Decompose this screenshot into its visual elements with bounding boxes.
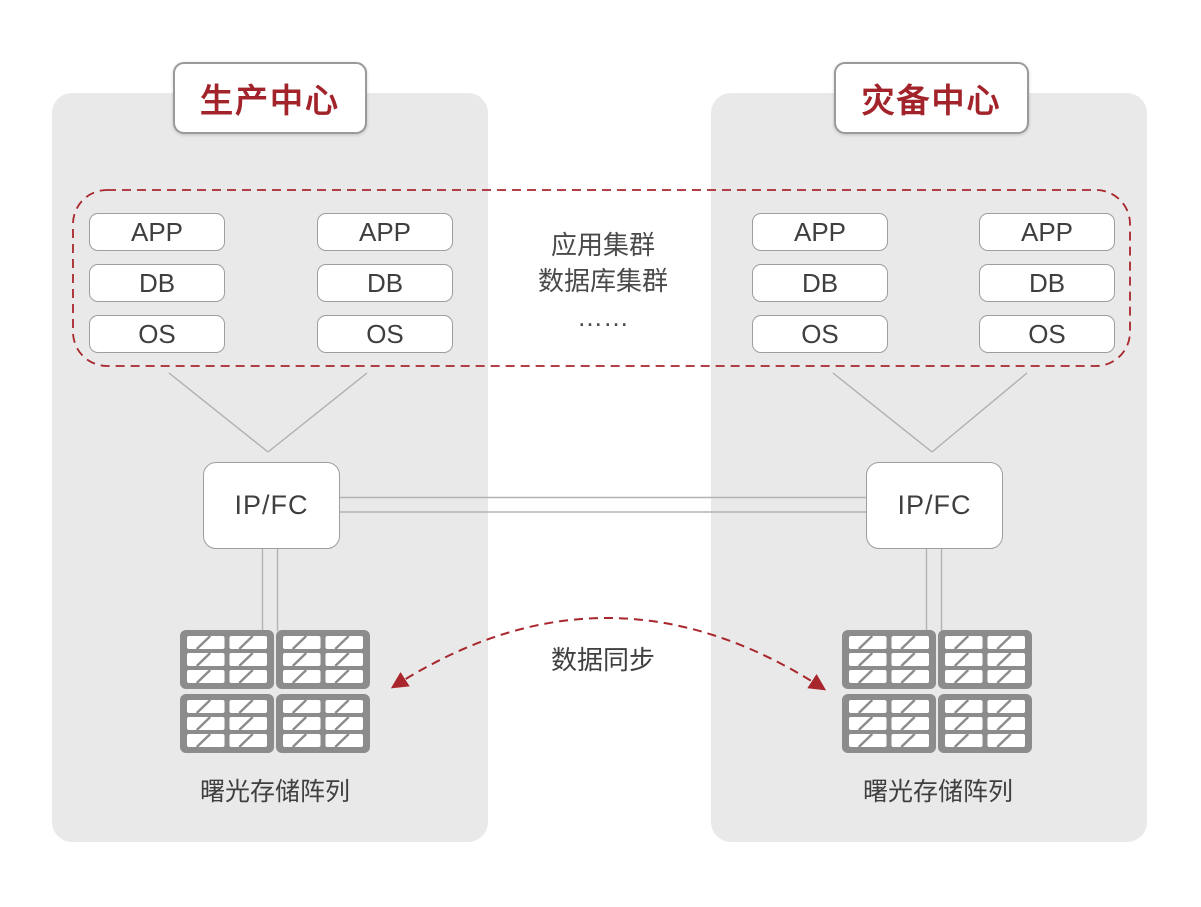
storage-array-icon: [842, 630, 1032, 753]
data-sync-label: 数据同步: [550, 645, 655, 675]
cluster-note-line1: 应用集群: [550, 230, 655, 260]
node-db: DB: [317, 264, 453, 302]
disaster-storage-links: [925, 547, 943, 631]
cluster-dashed-border: [72, 189, 1131, 367]
node-db: DB: [752, 264, 888, 302]
cluster-note-line2: 数据库集群: [537, 266, 668, 296]
data-sync-arrow: [390, 617, 827, 691]
storage-array-icon: [180, 630, 370, 753]
node-os: OS: [752, 315, 888, 353]
disaster-ipfc-switch: IP/FC: [866, 462, 1003, 549]
node-db: DB: [89, 264, 225, 302]
production-ipfc-switch: IP/FC: [203, 462, 340, 549]
node-os: OS: [979, 315, 1115, 353]
node-db: DB: [979, 264, 1115, 302]
cluster-note-line3: ……: [577, 302, 629, 332]
node-os: OS: [317, 315, 453, 353]
disaster-storage-label: 曙光存储阵列: [862, 778, 1013, 806]
disaster-title: 灾备中心: [834, 62, 1029, 134]
production-fanin-lines: [168, 372, 368, 453]
node-app: APP: [317, 213, 453, 251]
node-os: OS: [89, 315, 225, 353]
production-storage-label: 曙光存储阵列: [199, 778, 350, 806]
node-app: APP: [752, 213, 888, 251]
node-app: APP: [979, 213, 1115, 251]
cluster-note: 应用集群 数据库集群 ……: [478, 227, 728, 335]
production-storage-links: [261, 547, 279, 631]
inter-site-link-lines: [338, 496, 866, 513]
production-title: 生产中心: [173, 62, 367, 134]
node-app: APP: [89, 213, 225, 251]
disaster-fanin-lines: [832, 372, 1028, 453]
